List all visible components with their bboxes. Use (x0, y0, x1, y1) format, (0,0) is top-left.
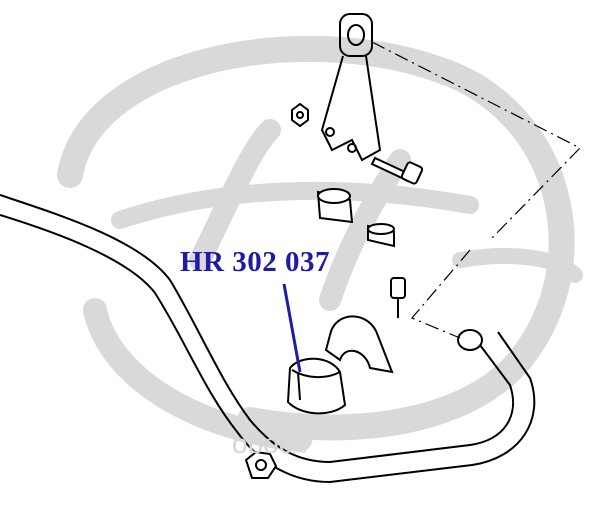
target-bushing (286, 357, 347, 415)
bar-nut (244, 450, 278, 479)
part-number-label: HR 302 037 (180, 246, 330, 278)
stabilizer-link (320, 13, 382, 162)
stabilizer-bar (0, 194, 536, 484)
watermark-logo-icon (57, 35, 583, 452)
assembly-guide-lines (371, 41, 581, 339)
nut-icon (291, 102, 309, 128)
watermark-brand: oboc (232, 428, 293, 459)
bracket-clamp (324, 277, 406, 374)
watermark-tld: .ru (292, 442, 307, 456)
watermark-text: oboc.ru (232, 428, 307, 460)
callout-leader (282, 283, 302, 373)
bolt-icon (370, 156, 424, 185)
bushing-icon (316, 188, 395, 248)
